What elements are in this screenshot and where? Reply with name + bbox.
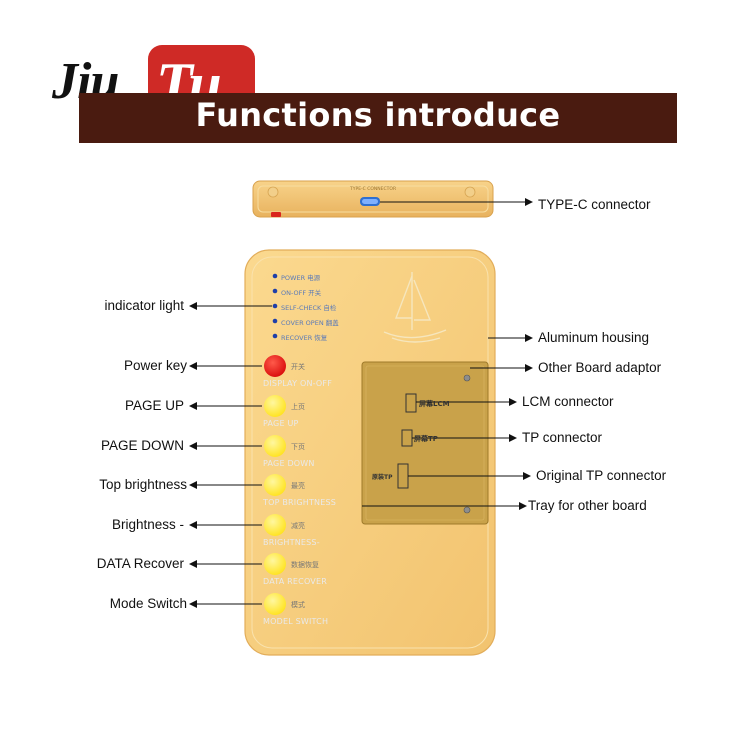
indicator-text-self-check: SELF-CHECK 自检 (281, 304, 337, 312)
page-down-button (264, 435, 286, 457)
button-cn-mode-switch: 模式 (291, 601, 305, 609)
button-en-page-down: PAGE DOWN (263, 459, 315, 468)
top-brightness-button (264, 474, 286, 496)
button-circles (264, 355, 286, 615)
lcm-connector-icon (405, 393, 417, 413)
button-cn-brightness-minus: 减亮 (291, 522, 305, 530)
sailboat-logo-icon (383, 272, 447, 343)
button-cn-data-recover: 数据恢复 (291, 561, 319, 569)
indicator-text-power: POWER 电源 (281, 274, 321, 282)
callout-tp-connector: TP connector (522, 430, 603, 445)
indicator-dots (272, 273, 278, 339)
button-en-brightness-minus: BRIGHTNESS- (263, 538, 320, 547)
pcb-original-tp-label: 原装TP (372, 474, 393, 481)
button-en-mode-switch: MODEL SWITCH (263, 617, 329, 626)
callout-aluminum-housing: Aluminum housing (538, 330, 650, 345)
callout-top-brightness: Top brightness (99, 477, 187, 492)
button-cn-power: 开关 (291, 363, 305, 371)
power-button (264, 355, 286, 377)
button-en-top-brightness: TOP BRIGHTNESS (263, 498, 337, 507)
callout-original-tp-connector: Original TP connector (536, 468, 667, 483)
callout-page-down: PAGE DOWN (100, 438, 184, 453)
button-en-page-up: PAGE UP (263, 419, 299, 428)
callout-indicator-light: indicator light (104, 298, 184, 313)
callout-lcm-connector: LCM connector (522, 394, 614, 409)
callout-page-up: PAGE UP (124, 398, 184, 413)
indicator-text-on-off: ON-OFF 开关 (281, 289, 322, 297)
page-up-button (264, 395, 286, 417)
top-red-button-icon (271, 212, 281, 217)
brightness-minus-button (264, 514, 286, 536)
callout-other-board-adaptor: Other Board adaptor (538, 360, 662, 375)
button-cn-top-brightness: 最亮 (291, 482, 305, 490)
callout-type-c-connector: TYPE-C connector (538, 197, 651, 212)
banner-title: Functions introduce (195, 96, 561, 134)
button-cn-page-up: 上页 (291, 403, 305, 411)
pcb-lcm-label: 屏幕LCM (419, 400, 450, 408)
data-recover-button (264, 553, 286, 575)
button-en-power: DISPLAY ON-OFF (263, 379, 333, 388)
callout-data-recover: DATA Recover (96, 556, 184, 571)
button-en-data-recover: DATA RECOVER (263, 577, 327, 586)
callout-brightness-minus: Brightness - (111, 517, 184, 532)
right-arrows (362, 198, 533, 510)
top-side-view (252, 180, 494, 218)
callout-tray-for-other-board: Tray for other board (528, 498, 647, 513)
callout-power-key: Power key (123, 358, 187, 373)
indicator-text-recover: RECOVER 恢复 (281, 334, 328, 342)
button-cn-page-down: 下页 (291, 443, 305, 451)
left-arrows (189, 302, 272, 608)
mode-switch-button (264, 593, 286, 615)
pcb-tp-label: 屏幕TP (414, 435, 438, 443)
title-banner: Functions introduce (79, 93, 677, 143)
callout-mode-switch: Mode Switch (109, 596, 187, 611)
indicator-text-cover-open: COVER OPEN 翻盖 (281, 319, 339, 327)
type-c-port-text: TYPE-C CONNECTOR (350, 187, 397, 192)
